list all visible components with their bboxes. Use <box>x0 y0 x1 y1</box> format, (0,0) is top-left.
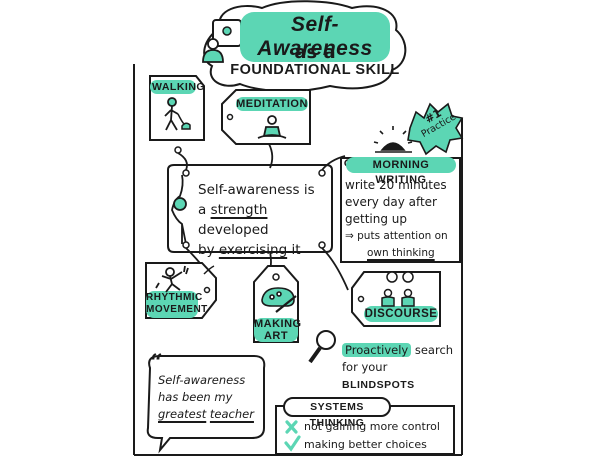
presenter-icon <box>202 19 242 63</box>
rhythmic-label-2: MOVEMENT <box>146 304 208 315</box>
walking-label: WALKING <box>152 81 206 93</box>
practice-badge <box>407 102 464 156</box>
making-art-tag <box>253 265 299 343</box>
rhythmic-movement-tag <box>145 262 217 319</box>
dancing-person-icon <box>155 265 189 293</box>
systems-thinking-box <box>275 397 455 455</box>
blindspots-line-1: Proactively search <box>342 342 462 359</box>
title-line-2: as a <box>294 42 336 63</box>
magnifier-icon <box>308 330 336 364</box>
blindspots-note: Proactively search for your BLINDSPOTS <box>342 342 462 394</box>
title-line-3: FOUNDATIONAL SKILL <box>230 62 400 78</box>
systems-item-2: making better choices <box>304 438 427 451</box>
quote-line-1: Self-awareness <box>158 373 246 387</box>
center-line-3: by exercising it <box>198 242 301 258</box>
morning-line-4: ⇒ puts attention on <box>345 230 448 242</box>
morning-line-1: write 20 minutes <box>345 178 447 192</box>
dog-icon <box>177 113 191 130</box>
morning-line-2: every day after <box>345 195 437 209</box>
morning-writing-title: MORNING WRITING <box>372 159 430 186</box>
morning-writing-body: write 20 minutes every day after getting… <box>345 177 460 262</box>
systems-item-1: not gaining more control <box>304 420 440 433</box>
meditating-person-icon <box>257 115 287 139</box>
walking-person-icon <box>164 97 179 131</box>
center-card <box>167 164 333 253</box>
morning-line-5: own thinking <box>367 247 435 259</box>
discourse-label: DISCOURSE <box>364 308 438 320</box>
quote-line-3: greatest teacher <box>158 406 266 423</box>
systems-thinking-title: SYSTEMS THINKING <box>309 401 365 429</box>
sunrise-icon <box>373 126 413 153</box>
proactively-word: Proactively <box>342 343 412 357</box>
quote-line-2: has been my <box>158 390 233 404</box>
making-art-label-2: ART <box>263 330 289 342</box>
rhythmic-label-1: RHYTHMIC <box>146 292 203 303</box>
discourse-tag <box>351 271 441 327</box>
meditation-label: MEDITATION <box>236 98 308 110</box>
quote-teacher-word: teacher <box>209 407 254 421</box>
quote-mark-icon: “ <box>150 350 163 376</box>
making-art-label-1: MAKING <box>254 318 302 330</box>
meditation-tag <box>221 89 311 145</box>
paint-palette-icon <box>261 287 297 313</box>
title-line-1: Self-Awareness <box>240 12 390 62</box>
strength-word: strength <box>210 202 268 218</box>
person-stretching-icon <box>171 174 187 245</box>
quote-text: Self-awareness has been my greatest teac… <box>158 372 266 423</box>
quote-bubble: “ <box>146 350 266 454</box>
center-line-1: Self-awareness is <box>198 182 315 198</box>
center-text: Self-awareness is a strength developed b… <box>198 180 330 260</box>
morning-line-3: getting up <box>345 212 408 226</box>
morning-writing-box <box>340 126 461 263</box>
two-people-talking-icon <box>381 271 415 307</box>
quote-greatest-word: greatest <box>158 407 207 421</box>
blindspots-word: BLINDSPOTS <box>342 379 415 391</box>
blindspots-line-2: for your BLINDSPOTS <box>342 360 415 391</box>
check-icon <box>284 435 301 452</box>
walking-tag <box>149 75 205 154</box>
cross-icon <box>285 420 298 434</box>
center-line-2: a strength developed <box>198 202 269 238</box>
exercising-word: exercising <box>218 242 288 258</box>
